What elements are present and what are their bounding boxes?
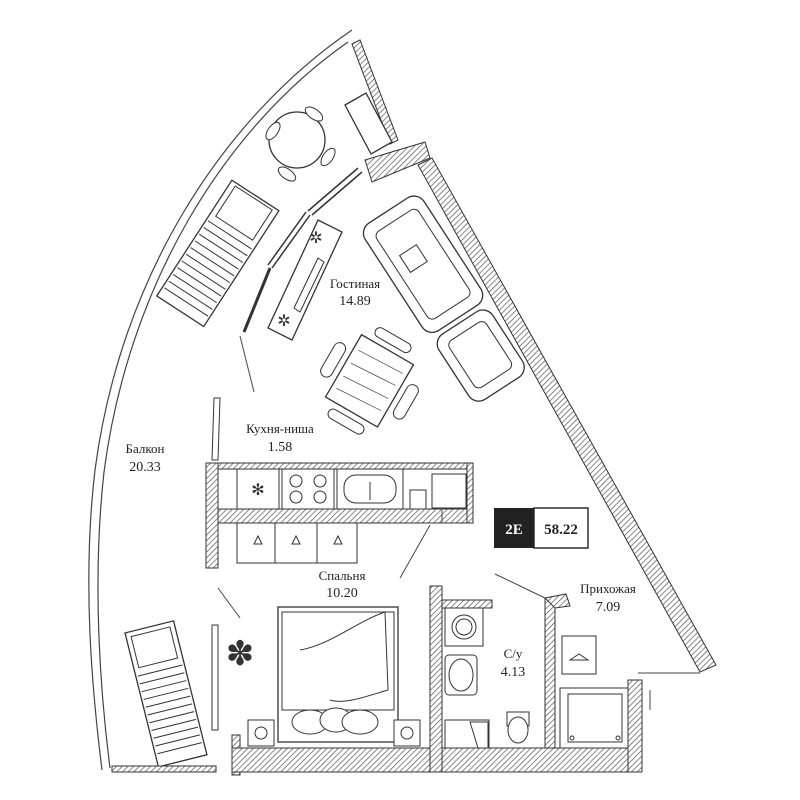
kitchen-door-swing	[399, 524, 431, 579]
balcony-side-wall	[351, 39, 399, 145]
bedroom-wall-right	[429, 585, 443, 773]
dining-table	[320, 327, 419, 435]
bedroom-divider	[217, 587, 241, 619]
room-label-bathroom: С/у	[504, 646, 523, 661]
living-window	[242, 167, 363, 333]
room-area-bathroom: 4.13	[501, 665, 526, 680]
room-label-living: Гостиная	[330, 276, 380, 291]
balcony-divider	[239, 335, 255, 393]
balcony-floor-edge	[111, 765, 217, 773]
patio-table	[265, 106, 336, 182]
room-label-balcony: Балкон	[126, 441, 165, 456]
kitchen-wall-right	[466, 462, 474, 524]
svg-text:✲: ✲	[277, 311, 290, 330]
entry-door	[638, 672, 700, 710]
hall-cabinet	[559, 687, 629, 749]
room-area-hallway: 7.09	[596, 600, 621, 615]
sofa	[362, 195, 484, 333]
kitchen-wall-mid	[217, 508, 474, 524]
bathroom-wall-right	[544, 597, 556, 749]
tv-stand: ✲ ✲	[267, 219, 343, 341]
apartment-total-area: 58.22	[544, 522, 578, 538]
bedroom-wall-bottom	[231, 747, 438, 773]
bedroom-window-left	[211, 624, 219, 731]
hall-closet	[561, 635, 597, 675]
kitchen-wall-left	[205, 462, 219, 569]
washing-machine	[444, 607, 484, 647]
sink	[444, 654, 478, 696]
room-label-bedroom: Спальня	[319, 568, 366, 583]
nightstand-right	[393, 719, 421, 747]
sunbed-upper	[155, 179, 280, 328]
room-area-living: 14.89	[339, 294, 371, 309]
apartment-code: 2E	[505, 522, 523, 538]
plant-icon: ✽	[226, 634, 255, 674]
hall-wall-diag	[543, 593, 571, 609]
kitchen-window-upper	[211, 397, 221, 461]
svg-text:✻: ✻	[251, 480, 264, 499]
toilet	[506, 711, 530, 744]
room-label-kitchen: Кухня-ниша	[246, 421, 314, 436]
room-area-bedroom: 10.20	[326, 586, 358, 601]
balcony-outline-inner	[97, 41, 349, 769]
nightstand-left	[247, 719, 275, 747]
bathroom-door-swing	[494, 573, 546, 599]
room-area-balcony: 20.33	[129, 460, 161, 475]
kitchen-counter: ✻	[236, 468, 467, 510]
sunbed-lower	[124, 620, 208, 768]
exterior-wall-right	[417, 157, 717, 673]
exterior-wall-top	[364, 141, 431, 183]
armchair	[436, 309, 525, 402]
room-area-kitchen: 1.58	[268, 440, 293, 455]
kitchen-cabinets-lower	[236, 522, 358, 564]
room-label-hallway: Прихожая	[580, 581, 636, 596]
balcony-outline	[88, 29, 353, 771]
bathroom-wall-bottom	[441, 747, 643, 773]
shower-tray	[444, 719, 490, 749]
bed	[277, 606, 399, 743]
storage-box	[344, 92, 393, 155]
apartment-badge: 2E 58.22	[494, 507, 589, 549]
hall-wall-right	[627, 679, 643, 773]
bathroom-wall-top	[441, 599, 493, 609]
kitchen-wall-top	[217, 462, 474, 470]
svg-text:✲: ✲	[309, 228, 322, 247]
